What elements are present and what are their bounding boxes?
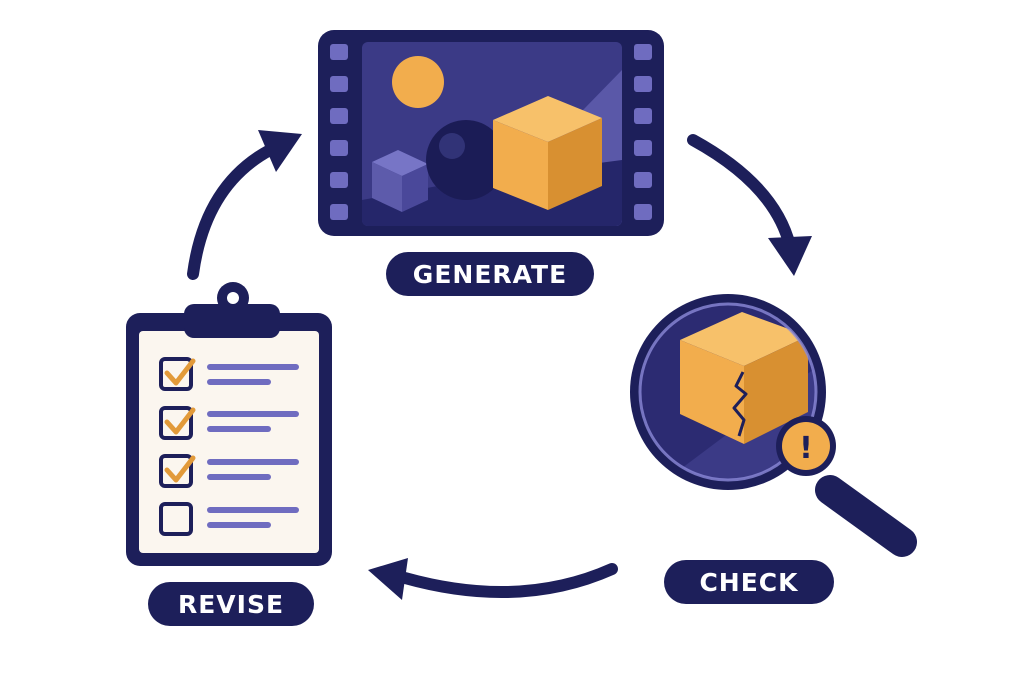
warning-glyph: ! — [799, 431, 813, 466]
arrow-check-to-revise — [368, 558, 618, 600]
generate-label: GENERATE — [386, 252, 594, 296]
orange-cube — [493, 96, 602, 210]
film-sprocket-holes — [330, 44, 652, 220]
check-label: CHECK — [664, 560, 834, 604]
arrow-revise-to-generate — [187, 130, 302, 280]
checklist-item — [159, 502, 299, 536]
film-frame-icon — [318, 30, 664, 236]
magnifier-handle — [815, 475, 917, 557]
small-cube — [372, 150, 428, 212]
revise-label: REVISE — [148, 582, 314, 626]
arrow-generate-to-check — [687, 134, 812, 276]
clipboard-clip — [184, 282, 280, 338]
checklist-item — [159, 357, 299, 391]
warning-icon: ! — [776, 416, 836, 476]
checklist-item — [159, 406, 299, 440]
sun-icon — [392, 56, 444, 108]
cracked-cube — [680, 312, 808, 444]
clipboard-checklist-icon — [126, 282, 332, 566]
magnifier-icon: ! — [630, 294, 917, 557]
checklist-item — [159, 454, 299, 488]
film-scene — [362, 42, 622, 226]
